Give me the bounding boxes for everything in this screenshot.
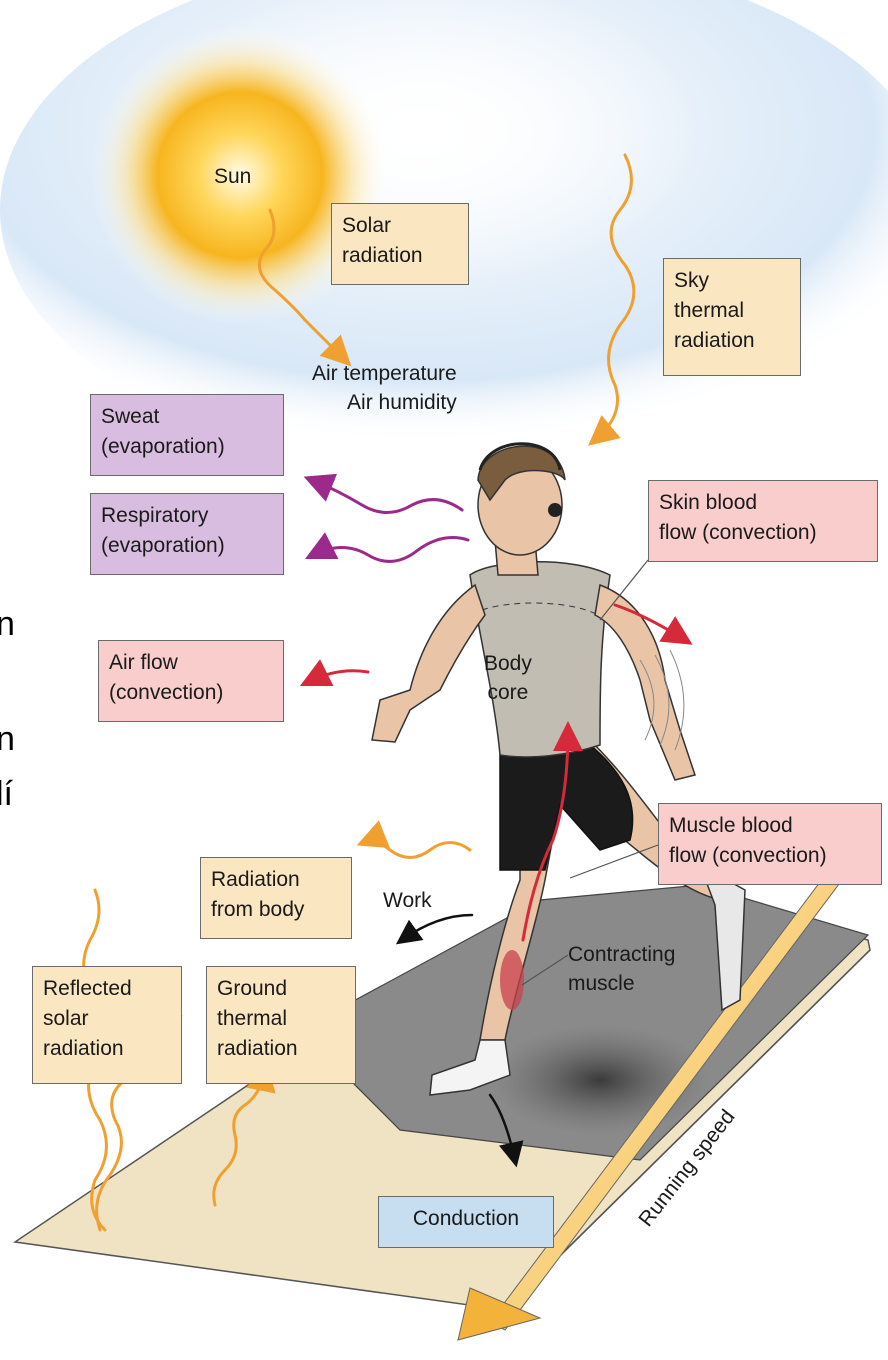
label-muscle-blood-flow: Muscle blood flow (convection) — [658, 803, 882, 885]
edge-text-3: lí — [0, 775, 13, 814]
label-respiratory-evaporation: Respiratory (evaporation) — [90, 493, 284, 575]
sweat-evaporation-arrow — [312, 480, 462, 513]
body-radiation-arrow — [365, 841, 470, 858]
label-skin-blood-flow: Skin blood flow (convection) — [648, 480, 878, 562]
air-flow-convection-arrow — [308, 671, 368, 682]
label-sun: Sun — [214, 162, 251, 191]
label-work: Work — [383, 886, 432, 915]
label-body-core: Body core — [484, 649, 532, 707]
label-ground-thermal-radiation: Ground thermal radiation — [206, 966, 356, 1084]
label-solar-radiation: Solar radiation — [331, 203, 469, 285]
edge-text-1: n — [0, 605, 15, 644]
label-radiation-from-body: Radiation from body — [200, 857, 352, 939]
respiratory-evaporation-arrow — [313, 538, 468, 562]
label-air-flow: Air flow (convection) — [98, 640, 284, 722]
label-conduction: Conduction — [378, 1196, 554, 1248]
label-sky-thermal-radiation: Sky thermal radiation — [663, 258, 801, 376]
label-air-conditions: Air temperature Air humidity — [312, 359, 457, 417]
edge-text-2: n — [0, 720, 15, 759]
label-sweat-evaporation: Sweat (evaporation) — [90, 394, 284, 476]
work-arrow — [402, 915, 472, 940]
muscle-blood-flow-leader — [570, 845, 658, 878]
label-contracting-muscle: Contracting muscle — [568, 940, 675, 998]
label-reflected-solar-radiation: Reflected solar radiation — [32, 966, 182, 1084]
